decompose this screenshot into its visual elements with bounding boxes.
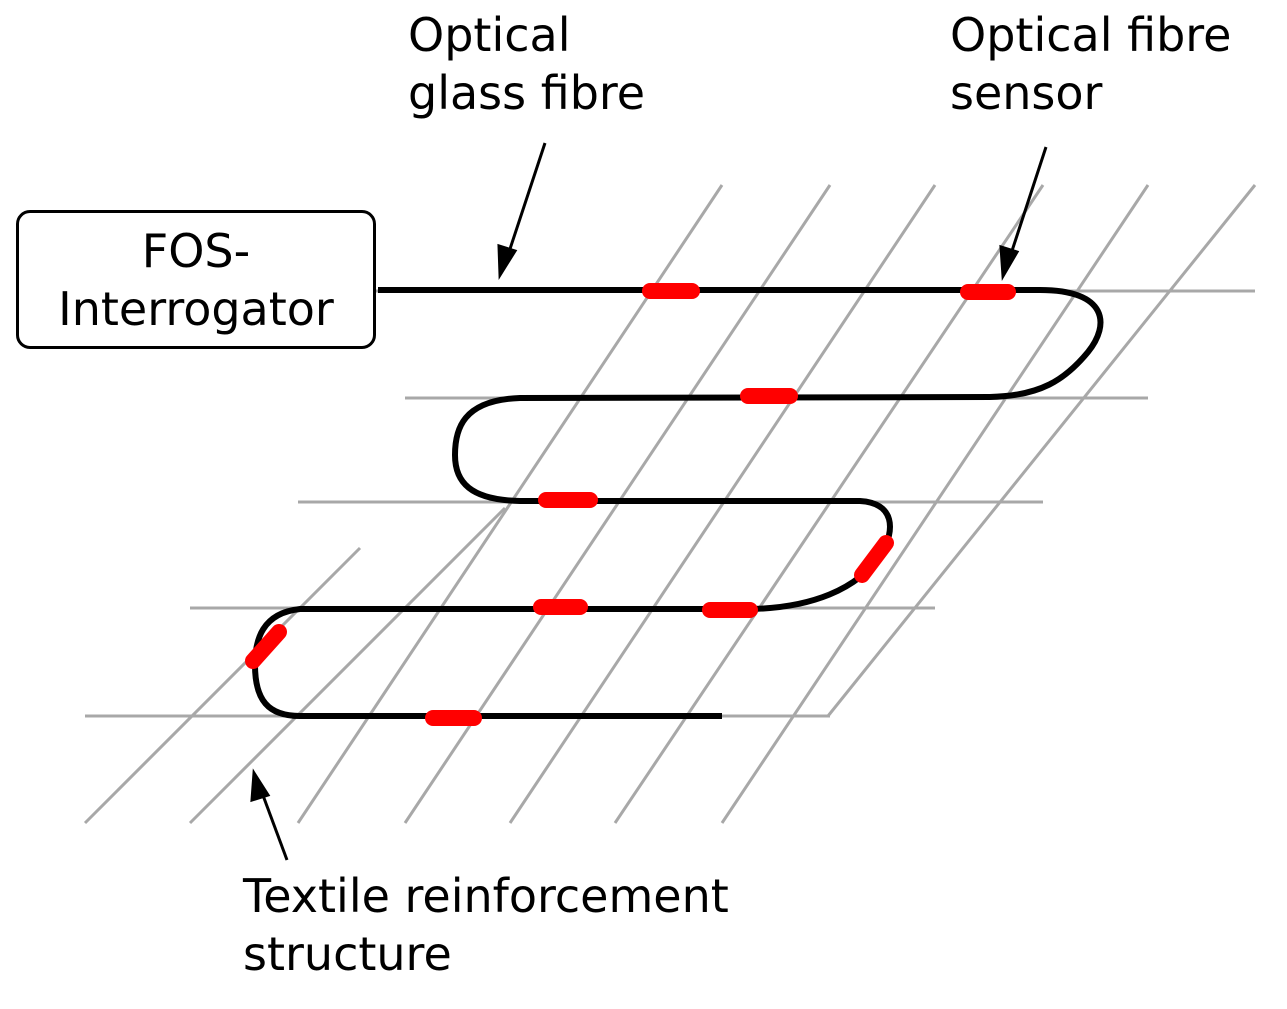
- fibre-sensors: [245, 283, 1016, 726]
- arrow-icon: [250, 768, 289, 861]
- interrogator-label-line-2: Interrogator: [58, 281, 334, 336]
- fibre-sensor-5: [854, 535, 894, 583]
- fibre-sensor-label-line-1: Optical fibre: [950, 8, 1232, 62]
- interrogator-label-line-1: FOS-: [141, 223, 251, 278]
- arrow-icon: [497, 142, 547, 280]
- arrow-icon: [999, 146, 1048, 281]
- optical-glass-fibre-label: Optical glass fibre: [408, 6, 645, 122]
- fibre-sensor-label-line-2: sensor: [950, 66, 1103, 120]
- grid-diagonal-8: [826, 184, 1257, 717]
- annotation-arrows: [250, 142, 1048, 861]
- grid-diagonal-2: [188, 506, 507, 825]
- optical-fibre-sensor-label: Optical fibre sensor: [950, 6, 1231, 122]
- glass-fibre-label-line-1: Optical: [408, 8, 571, 62]
- grid-diagonal-7: [720, 184, 1150, 824]
- fos-interrogator-box: FOS- Interrogator: [16, 210, 376, 349]
- textile-reinforcement-label: Textile reinforcement structure: [243, 867, 729, 983]
- grid-diagonal-1: [83, 546, 362, 825]
- optical-fibre-path: [252, 287, 1104, 719]
- textile-label-line-1: Textile reinforcement: [243, 869, 729, 923]
- grid-diagonal-4: [403, 184, 832, 824]
- fibre-sensor-8: [245, 624, 287, 669]
- glass-fibre-label-line-2: glass fibre: [408, 66, 646, 120]
- grid-diagonal-6: [613, 184, 1045, 824]
- textile-label-line-2: structure: [243, 927, 452, 981]
